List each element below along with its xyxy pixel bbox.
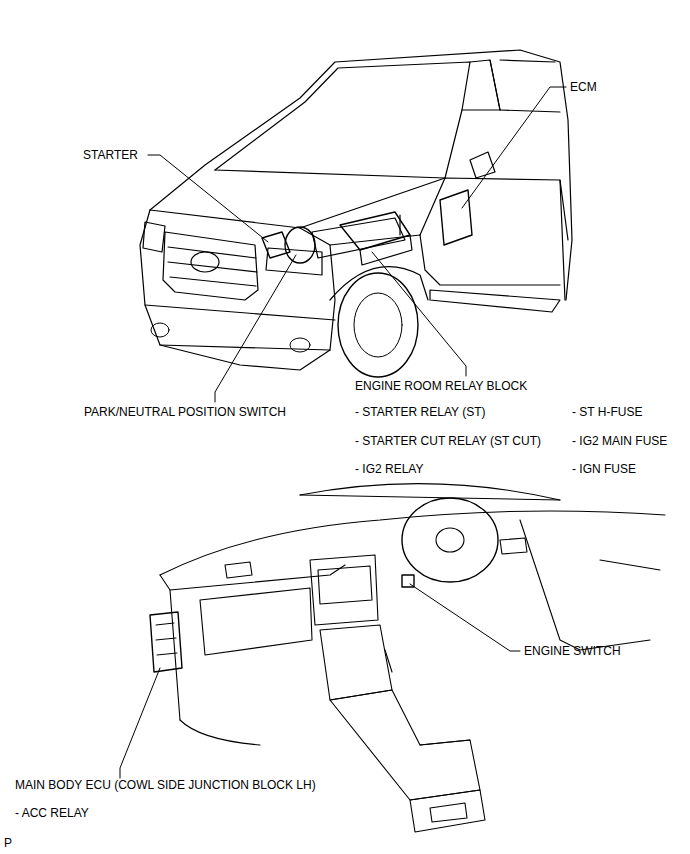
vehicle-outline <box>420 235 560 285</box>
vehicle-outline <box>145 305 335 320</box>
fog-light <box>290 338 310 352</box>
dashboard-outline <box>330 690 480 800</box>
main-body-ecu <box>150 612 182 672</box>
dashboard-outline <box>385 650 392 672</box>
vehicle-outline <box>430 290 560 312</box>
part-label: - IG2 RELAY <box>355 462 423 476</box>
dashboard-outline <box>160 565 345 590</box>
leader-line <box>462 87 566 208</box>
dashboard-outline <box>310 555 378 625</box>
ecu-connectors <box>156 623 177 655</box>
part-label: ECM <box>570 80 597 94</box>
leader-line <box>372 252 466 376</box>
vehicle-outline <box>215 170 445 178</box>
part-label: - ST H-FUSE <box>572 405 642 419</box>
emblem <box>191 252 219 272</box>
dashboard-outline <box>200 588 312 655</box>
vehicle-outline <box>168 247 256 258</box>
part-label: - STARTER RELAY (ST) <box>355 405 485 419</box>
vehicle-outline <box>500 60 555 62</box>
dashboard-outline <box>430 803 467 822</box>
leader-line <box>215 255 296 402</box>
dashboard-outline <box>420 740 470 745</box>
dashboard-outline <box>500 538 527 554</box>
transmission-body <box>312 218 405 258</box>
vehicle-outline <box>160 345 330 350</box>
part-label: PARK/NEUTRAL POSITION SWITCH <box>84 405 286 419</box>
vehicle-drawing <box>140 50 572 377</box>
dashboard-outline <box>300 495 560 500</box>
ecm <box>440 190 472 245</box>
part-label: ENGINE SWITCH <box>524 644 621 658</box>
part-label: ENGINE ROOM RELAY BLOCK <box>355 379 527 393</box>
dashboard-outline <box>600 560 660 570</box>
leader-line <box>120 668 160 778</box>
relay-block-side <box>360 215 412 265</box>
part-label: STARTER <box>83 148 138 162</box>
steering-hub <box>436 528 464 552</box>
dashboard-outline <box>225 562 252 578</box>
wheel-rim <box>354 293 402 357</box>
part-label: P <box>4 836 12 850</box>
dashboard-outline <box>170 590 180 720</box>
part-label: - IGN FUSE <box>572 462 636 476</box>
steering-wheel <box>402 498 498 582</box>
part-label: - ACC RELAY <box>15 806 89 820</box>
vehicle-outline <box>560 180 565 300</box>
dashboard-outline <box>300 484 560 500</box>
part-label: - STARTER CUT RELAY (ST CUT) <box>355 434 541 448</box>
vehicle-outline <box>490 60 500 110</box>
vehicle-outline <box>470 152 495 178</box>
leader-lines <box>120 87 566 778</box>
leader-line <box>148 155 268 242</box>
vehicle-outline <box>140 210 335 370</box>
leader-line <box>410 584 520 651</box>
vehicle-outline <box>143 222 165 252</box>
fog-light <box>151 323 169 337</box>
vehicle-outline <box>150 50 572 300</box>
vehicle-outline <box>500 110 560 112</box>
dashboard-outline <box>180 720 260 745</box>
dashboard-outline <box>410 790 485 832</box>
engine-components <box>262 190 472 265</box>
dashboard-outline <box>520 520 650 650</box>
vehicle-outline <box>170 277 256 286</box>
front-wheel <box>338 273 418 377</box>
starter <box>262 232 290 258</box>
vehicle-outline <box>462 60 500 110</box>
part-label: MAIN BODY ECU (COWL SIDE JUNCTION BLOCK … <box>15 778 316 792</box>
part-label: - IG2 MAIN FUSE <box>572 434 667 448</box>
vehicle-outline <box>215 62 470 178</box>
dashboard-outline <box>320 625 392 700</box>
dashboard-outline <box>318 566 372 604</box>
vehicle-outline <box>163 232 258 300</box>
transmission <box>285 227 315 263</box>
